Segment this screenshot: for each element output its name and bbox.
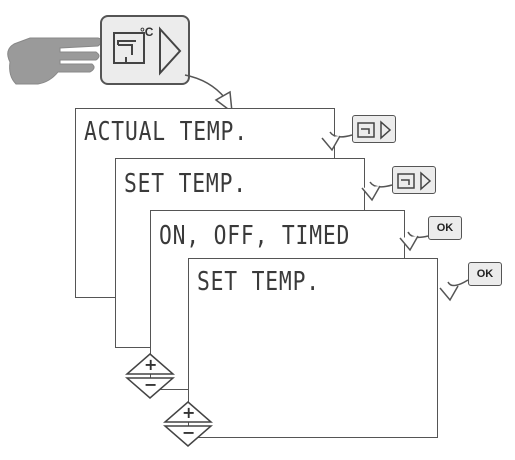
minus-symbol[interactable]: −: [144, 375, 158, 394]
flow-arrow-3: [399, 231, 429, 252]
flow-arrow-1: [321, 131, 353, 152]
plus-symbol[interactable]: +: [182, 403, 196, 422]
plus-minus-control-2[interactable]: + −: [162, 400, 214, 448]
screen-label: SET TEMP.: [197, 267, 320, 297]
screen-label: SET TEMP.: [124, 169, 247, 199]
tap-button-small-1[interactable]: [352, 115, 396, 143]
flow-arrow-4: [439, 279, 469, 302]
plus-minus-icon: [124, 353, 176, 399]
hot-water-tap-icon: [113, 26, 182, 76]
tap-arrow-icon: [397, 171, 432, 191]
plus-minus-control-1[interactable]: + −: [124, 352, 176, 400]
screen-label: ACTUAL TEMP.: [84, 117, 248, 147]
tap-arrow-icon: [357, 120, 392, 140]
celsius-unit-label: °C: [140, 25, 154, 39]
tap-button-small-2[interactable]: [392, 166, 436, 194]
plus-symbol[interactable]: +: [144, 355, 158, 374]
flow-arrow-2: [361, 181, 393, 202]
plus-minus-icon: [162, 401, 214, 447]
minus-symbol[interactable]: −: [182, 423, 196, 442]
hot-water-button[interactable]: °C: [100, 15, 190, 85]
screen-label: ON, OFF, TIMED: [159, 221, 351, 251]
screen-set-temp-final: SET TEMP.: [188, 258, 438, 438]
ok-button-1[interactable]: OK: [428, 216, 462, 240]
ok-button-2[interactable]: OK: [468, 262, 502, 286]
